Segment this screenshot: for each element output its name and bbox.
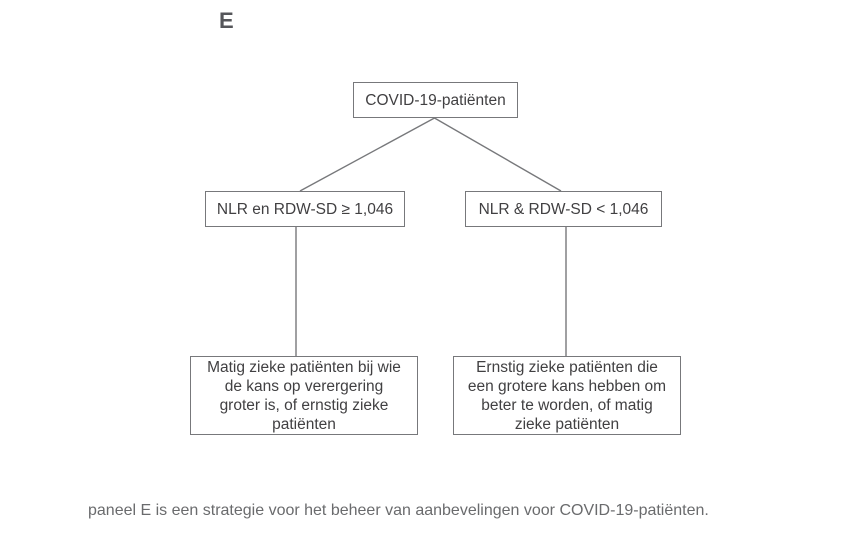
node-root-covid-patients: COVID-19-patiënten — [353, 82, 518, 118]
node-outcome-right: Ernstig zieke patiënten die een grotere … — [453, 356, 681, 435]
figure-caption: paneel E is een strategie voor het behee… — [88, 502, 709, 519]
panel-label: E — [219, 8, 235, 33]
node-outcome-left: Matig zieke patiënten bij wie de kans op… — [190, 356, 418, 435]
connector-root-to-left — [299, 117, 435, 192]
node-condition-nlr-rdw-low: NLR & RDW-SD < 1,046 — [465, 191, 662, 227]
node-condition-nlr-rdw-high: NLR en RDW-SD ≥ 1,046 — [205, 191, 405, 227]
connector-root-to-right — [434, 117, 562, 192]
